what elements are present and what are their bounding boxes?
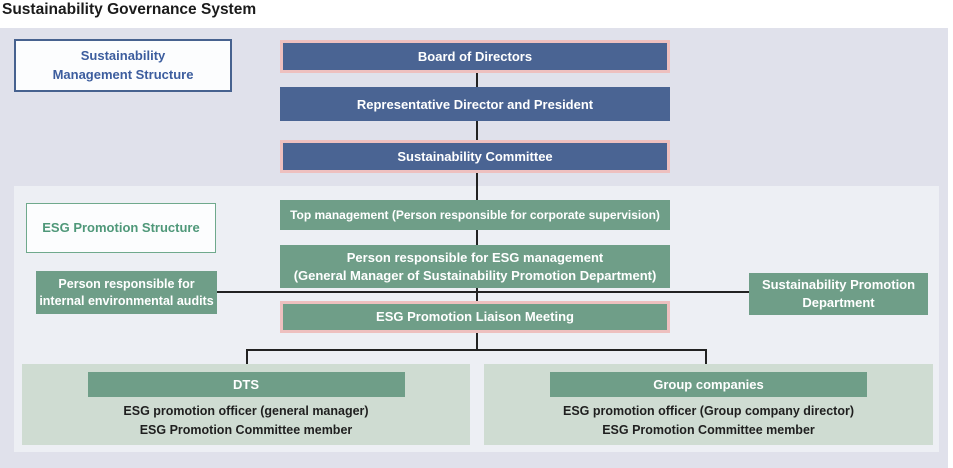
group-companies-panel-header: Group companies [550,372,867,397]
internal-audits-line2: internal environmental audits [39,293,214,308]
management-structure-label: Sustainability Management Structure [14,39,232,92]
top-management-box: Top management (Person responsible for c… [280,200,670,230]
sustainability-committee-box: Sustainability Committee [280,140,670,173]
connector-drop-left [246,349,248,365]
connector-audits-to-department [217,291,749,293]
group-companies-panel-line1: ESG promotion officer (Group company dir… [563,404,854,418]
promotion-dept-line2: Department [802,295,875,310]
esg-manager-box: Person responsible for ESG management (G… [280,245,670,288]
representative-director-box: Representative Director and President [280,87,670,121]
promotion-dept-line1: Sustainability Promotion [761,277,916,293]
esg-manager-line2: (General Manager of Sustainability Promo… [293,267,657,283]
internal-audits-line1: Person responsible for [58,276,195,291]
connector-split-bar [246,349,707,351]
internal-audits-box: Person responsible for internal environm… [36,271,217,314]
liaison-meeting-box: ESG Promotion Liaison Meeting [280,301,670,333]
connector-drop-right [705,349,707,365]
dts-panel-header: DTS [87,372,405,397]
management-structure-label-line2: Management Structure [52,66,194,82]
group-companies-panel: Group companies ESG promotion officer (G… [484,364,933,445]
esg-manager-line1: Person responsible for ESG management [346,249,604,265]
management-structure-label-line1: Sustainability [80,48,166,64]
esg-structure-label: ESG Promotion Structure [26,203,216,253]
dts-panel-line2: ESG Promotion Committee member [139,423,353,437]
dts-panel-line1: ESG promotion officer (general manager) [123,404,369,418]
diagram-title: Sustainability Governance System [2,1,257,18]
board-of-directors-box: Board of Directors [280,40,670,73]
sustainability-promotion-dept-box: Sustainability Promotion Department [749,273,928,315]
dts-panel: DTS ESG promotion officer (general manag… [22,364,470,445]
group-companies-panel-line2: ESG Promotion Committee member [602,423,815,437]
